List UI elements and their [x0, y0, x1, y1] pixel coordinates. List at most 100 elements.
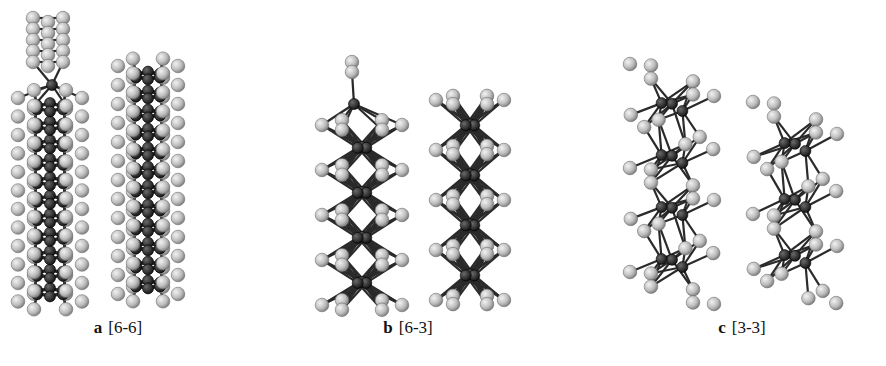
light-atom: [497, 143, 511, 157]
light-atom: [497, 193, 511, 207]
light-atom: [802, 179, 816, 193]
light-atom: [11, 258, 25, 272]
light-atom: [686, 283, 700, 297]
dark-atom: [667, 202, 678, 213]
light-atom: [111, 287, 125, 301]
light-atom: [171, 268, 185, 282]
light-atom: [126, 124, 140, 138]
light-atom: [171, 154, 185, 168]
light-atom: [809, 238, 823, 252]
light-atom: [11, 184, 25, 198]
light-atom: [156, 52, 170, 66]
light-atom: [802, 291, 816, 305]
light-atom: [375, 258, 389, 272]
dark-atom: [460, 220, 471, 231]
light-atom: [816, 172, 830, 186]
light-atom: [480, 97, 494, 111]
light-atom: [335, 303, 349, 317]
light-atom: [27, 303, 41, 317]
light-atom: [624, 212, 638, 226]
panel-caption: b[6-3]: [383, 318, 432, 338]
light-atom: [171, 249, 185, 263]
light-atom: [652, 217, 666, 231]
light-atom: [111, 97, 125, 111]
light-atom: [747, 150, 761, 164]
light-atom: [706, 142, 720, 156]
light-atom: [829, 296, 843, 310]
light-atom: [75, 258, 89, 272]
light-atom: [11, 165, 25, 179]
light-atom: [637, 224, 651, 238]
light-atom: [59, 155, 73, 169]
dark-atom: [656, 202, 667, 213]
dark-atom: [143, 150, 154, 161]
dark-atom: [460, 270, 471, 281]
panel-letter: c: [718, 318, 726, 337]
light-atom: [171, 287, 185, 301]
light-atom: [480, 297, 494, 311]
light-atom: [429, 243, 443, 257]
dark-atom: [352, 187, 363, 198]
light-atom: [75, 184, 89, 198]
light-atom: [345, 65, 359, 79]
light-atom: [446, 247, 460, 261]
light-atom: [156, 200, 170, 214]
panel-caption: c[3-3]: [718, 318, 766, 338]
light-atom: [686, 192, 700, 206]
light-atom: [171, 173, 185, 187]
light-atom: [446, 197, 460, 211]
light-atom: [707, 193, 721, 207]
dark-atom: [45, 106, 56, 117]
light-atom: [480, 147, 494, 161]
light-atom: [446, 297, 460, 311]
dark-atom: [352, 142, 363, 153]
light-atom: [27, 247, 41, 261]
dark-atom: [779, 138, 790, 149]
light-atom: [75, 128, 89, 142]
light-atom: [27, 173, 41, 187]
light-atom: [59, 173, 73, 187]
light-atom: [809, 225, 823, 239]
dark-atom: [677, 158, 688, 169]
light-atom: [707, 89, 721, 103]
light-atom: [27, 136, 41, 150]
light-atom: [429, 193, 443, 207]
light-atom: [707, 297, 721, 311]
dark-atom: [800, 146, 811, 157]
light-atom: [111, 59, 125, 73]
light-atom: [335, 213, 349, 227]
structure-index: [6-3]: [399, 318, 433, 337]
light-atom: [644, 176, 658, 190]
dark-atom: [349, 99, 360, 110]
light-atom: [126, 257, 140, 271]
light-atom: [156, 86, 170, 100]
light-atom: [59, 210, 73, 224]
light-atom: [623, 57, 637, 71]
light-atom: [111, 78, 125, 92]
dark-atom: [656, 254, 667, 265]
light-atom: [59, 266, 73, 280]
light-atom: [375, 123, 389, 137]
light-atom: [767, 209, 781, 223]
light-atom: [395, 253, 409, 267]
light-atom: [706, 246, 720, 260]
light-atom: [760, 162, 774, 176]
light-atom: [315, 253, 329, 267]
dark-atom: [143, 245, 154, 256]
light-atom: [775, 155, 789, 169]
dark-atom: [656, 150, 667, 161]
dark-atom: [45, 198, 56, 209]
dark-atom: [143, 112, 154, 123]
light-atom: [156, 295, 170, 309]
dark-atom: [677, 210, 688, 221]
light-atom: [11, 147, 25, 161]
light-atom: [75, 239, 89, 253]
light-atom: [27, 229, 41, 243]
light-atom: [126, 162, 140, 176]
light-atom: [11, 221, 25, 235]
light-atom: [171, 116, 185, 130]
light-atom: [644, 72, 658, 86]
dark-atom: [45, 217, 56, 228]
light-atom: [75, 276, 89, 290]
light-atom: [171, 97, 185, 111]
